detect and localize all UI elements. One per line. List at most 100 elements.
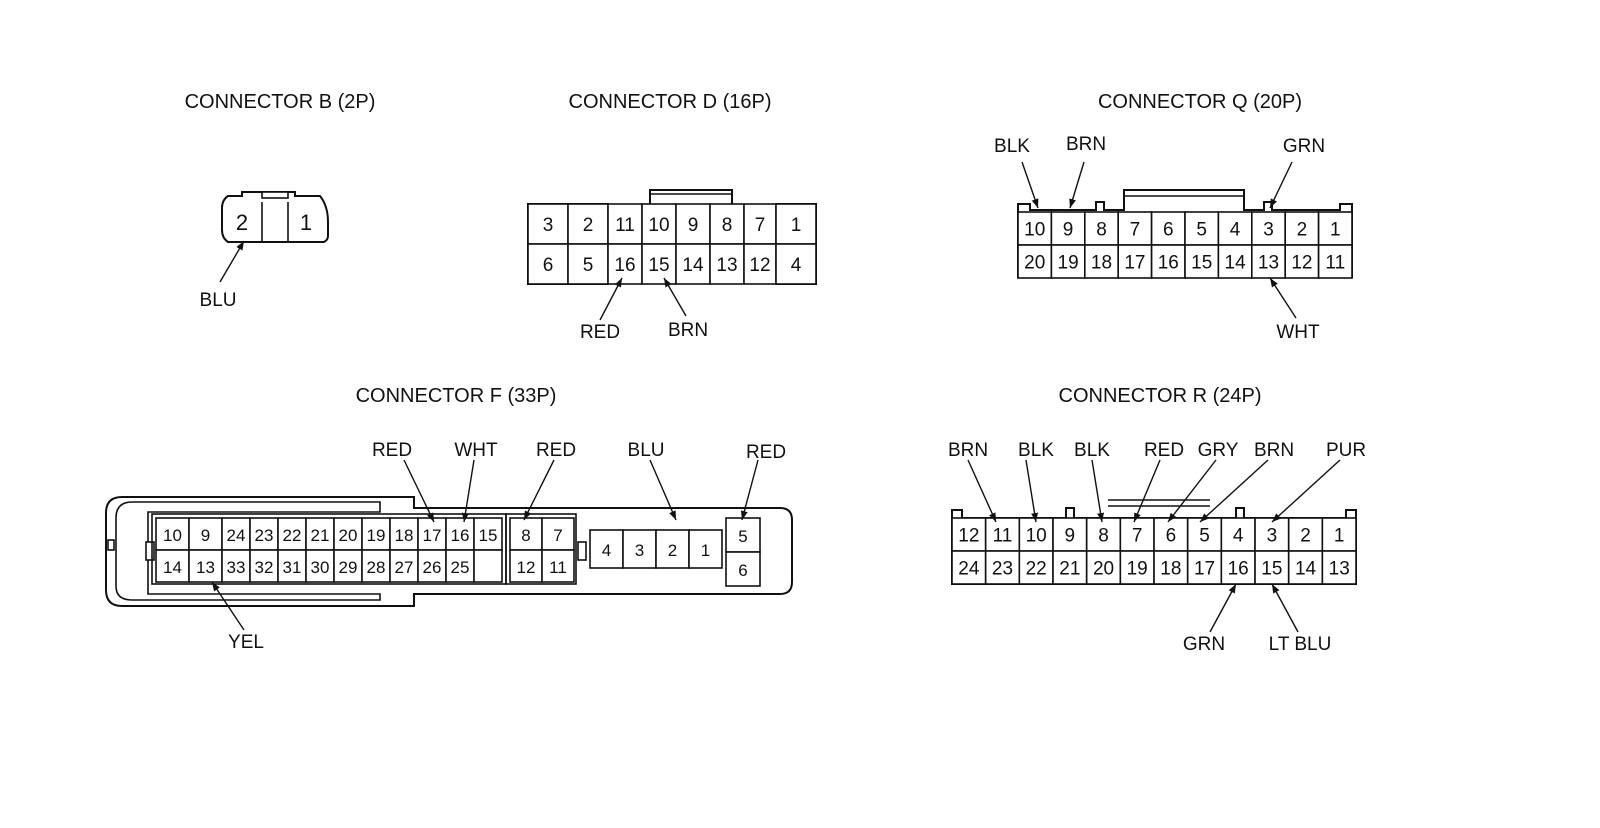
wire-label: YEL [228,632,264,653]
pin-cell [725,551,761,587]
pin-number: 2 [668,541,677,560]
pin-number: 23 [992,559,1013,580]
pin-number: 5 [583,255,594,276]
pin-number: 33 [227,558,246,577]
pin-cell [1117,211,1153,246]
wire-label: BLK [994,136,1030,157]
pin-cell [1321,550,1357,585]
wire-label: BLU [200,290,237,311]
connector-r-title: CONNECTOR R (24P) [1059,385,1262,407]
pin-cell [188,549,223,583]
pin-cell [1150,211,1186,246]
wire-label: RED [1144,440,1184,461]
wire-arrow [1069,161,1085,209]
connector-b-title: CONNECTOR B (2P) [185,91,376,113]
pin-number: 28 [367,558,386,577]
pin-cell [688,529,723,569]
wire-arrow [1091,459,1105,523]
pin-number: 9 [688,215,699,236]
pin-cell [1284,211,1320,246]
wire-arrow [1271,583,1299,633]
pin-cell [709,243,745,285]
pin-number: 8 [521,526,530,545]
pin-number: 24 [958,559,980,580]
pin-cell [1052,550,1088,585]
pin-cell [1254,517,1290,552]
pin-number: 5 [1196,220,1207,241]
pin-number: 26 [423,558,442,577]
pin-cell [1251,211,1287,246]
connector-f-title: CONNECTOR F (33P) [356,385,557,407]
connector-b-housing [221,191,329,243]
pin-number: 16 [1228,559,1249,580]
pin-cell [1153,550,1189,585]
pin-number: 12 [1291,253,1312,274]
pin-number: 19 [367,526,386,545]
pin-number: 16 [451,526,470,545]
pin-number: 15 [1261,559,1282,580]
pin-number: 8 [1096,220,1107,241]
pin-number: 8 [722,215,733,236]
pin-number: 23 [255,526,274,545]
pin-number: 15 [479,526,498,545]
pin-number: 25 [451,558,470,577]
pin-cell [607,243,643,285]
wire-arrow [1271,459,1341,523]
pin-cell [1119,550,1155,585]
pin-number: 1 [791,215,802,236]
pin-number: 14 [682,255,704,276]
pin-number: 13 [1329,559,1350,580]
wire-arrow [523,459,555,521]
pin-number: 9 [1063,220,1074,241]
wire-label: BRN [1066,134,1106,155]
wire-arrow [663,277,687,317]
pin-number: 4 [602,541,611,560]
pin-cell [1018,517,1054,552]
wire-arrow [1269,161,1293,209]
pin-number: 19 [1127,559,1148,580]
wire-label: BLU [628,440,665,461]
wire-label: GRN [1183,634,1225,655]
connector-f-shell-inner [115,501,381,601]
wire-label: BLK [1018,440,1054,461]
pin-number: 31 [283,558,302,577]
pin-number: 10 [1026,526,1047,547]
pin-cell [473,517,503,551]
pin-number: 17 [1194,559,1215,580]
pin-number: 11 [549,558,567,577]
wire-label: RED [372,440,412,461]
wire-arrow [211,581,245,631]
pin-cell [641,243,677,285]
pin-number: 3 [1263,220,1274,241]
pin-cell [188,517,223,551]
pin-number: 22 [1026,559,1047,580]
pin-number: 2 [583,215,594,236]
pin-number: 2 [1300,526,1311,547]
pin-number: 6 [738,561,747,580]
pin-number: 3 [1267,526,1278,547]
wire-label: GRN [1283,136,1325,157]
wire-label: RED [746,442,786,463]
connector-f-key [145,541,155,561]
wire-arrow [1269,277,1297,319]
pin-number: 17 [423,526,442,545]
pin-cell [277,549,307,583]
wire-label: WHT [1276,322,1320,343]
pin-cell [743,203,777,245]
pin-number: 4 [1230,220,1241,241]
pin-number: 30 [311,558,330,577]
pin-number: 7 [553,526,562,545]
connector-b-pin: 1 [300,210,312,235]
connector-b: CONNECTOR B (2P) 2 1 BLU [185,91,376,311]
pin-number: 20 [339,526,358,545]
pin-cell [221,549,251,583]
wire-arrow [1209,583,1237,633]
pin-number: 6 [1163,220,1174,241]
wire-label: PUR [1326,440,1366,461]
pin-cell [361,517,391,551]
wire-arrow [219,240,245,283]
pin-cell [509,517,543,551]
connector-d-title: CONNECTOR D (16P) [569,91,772,113]
